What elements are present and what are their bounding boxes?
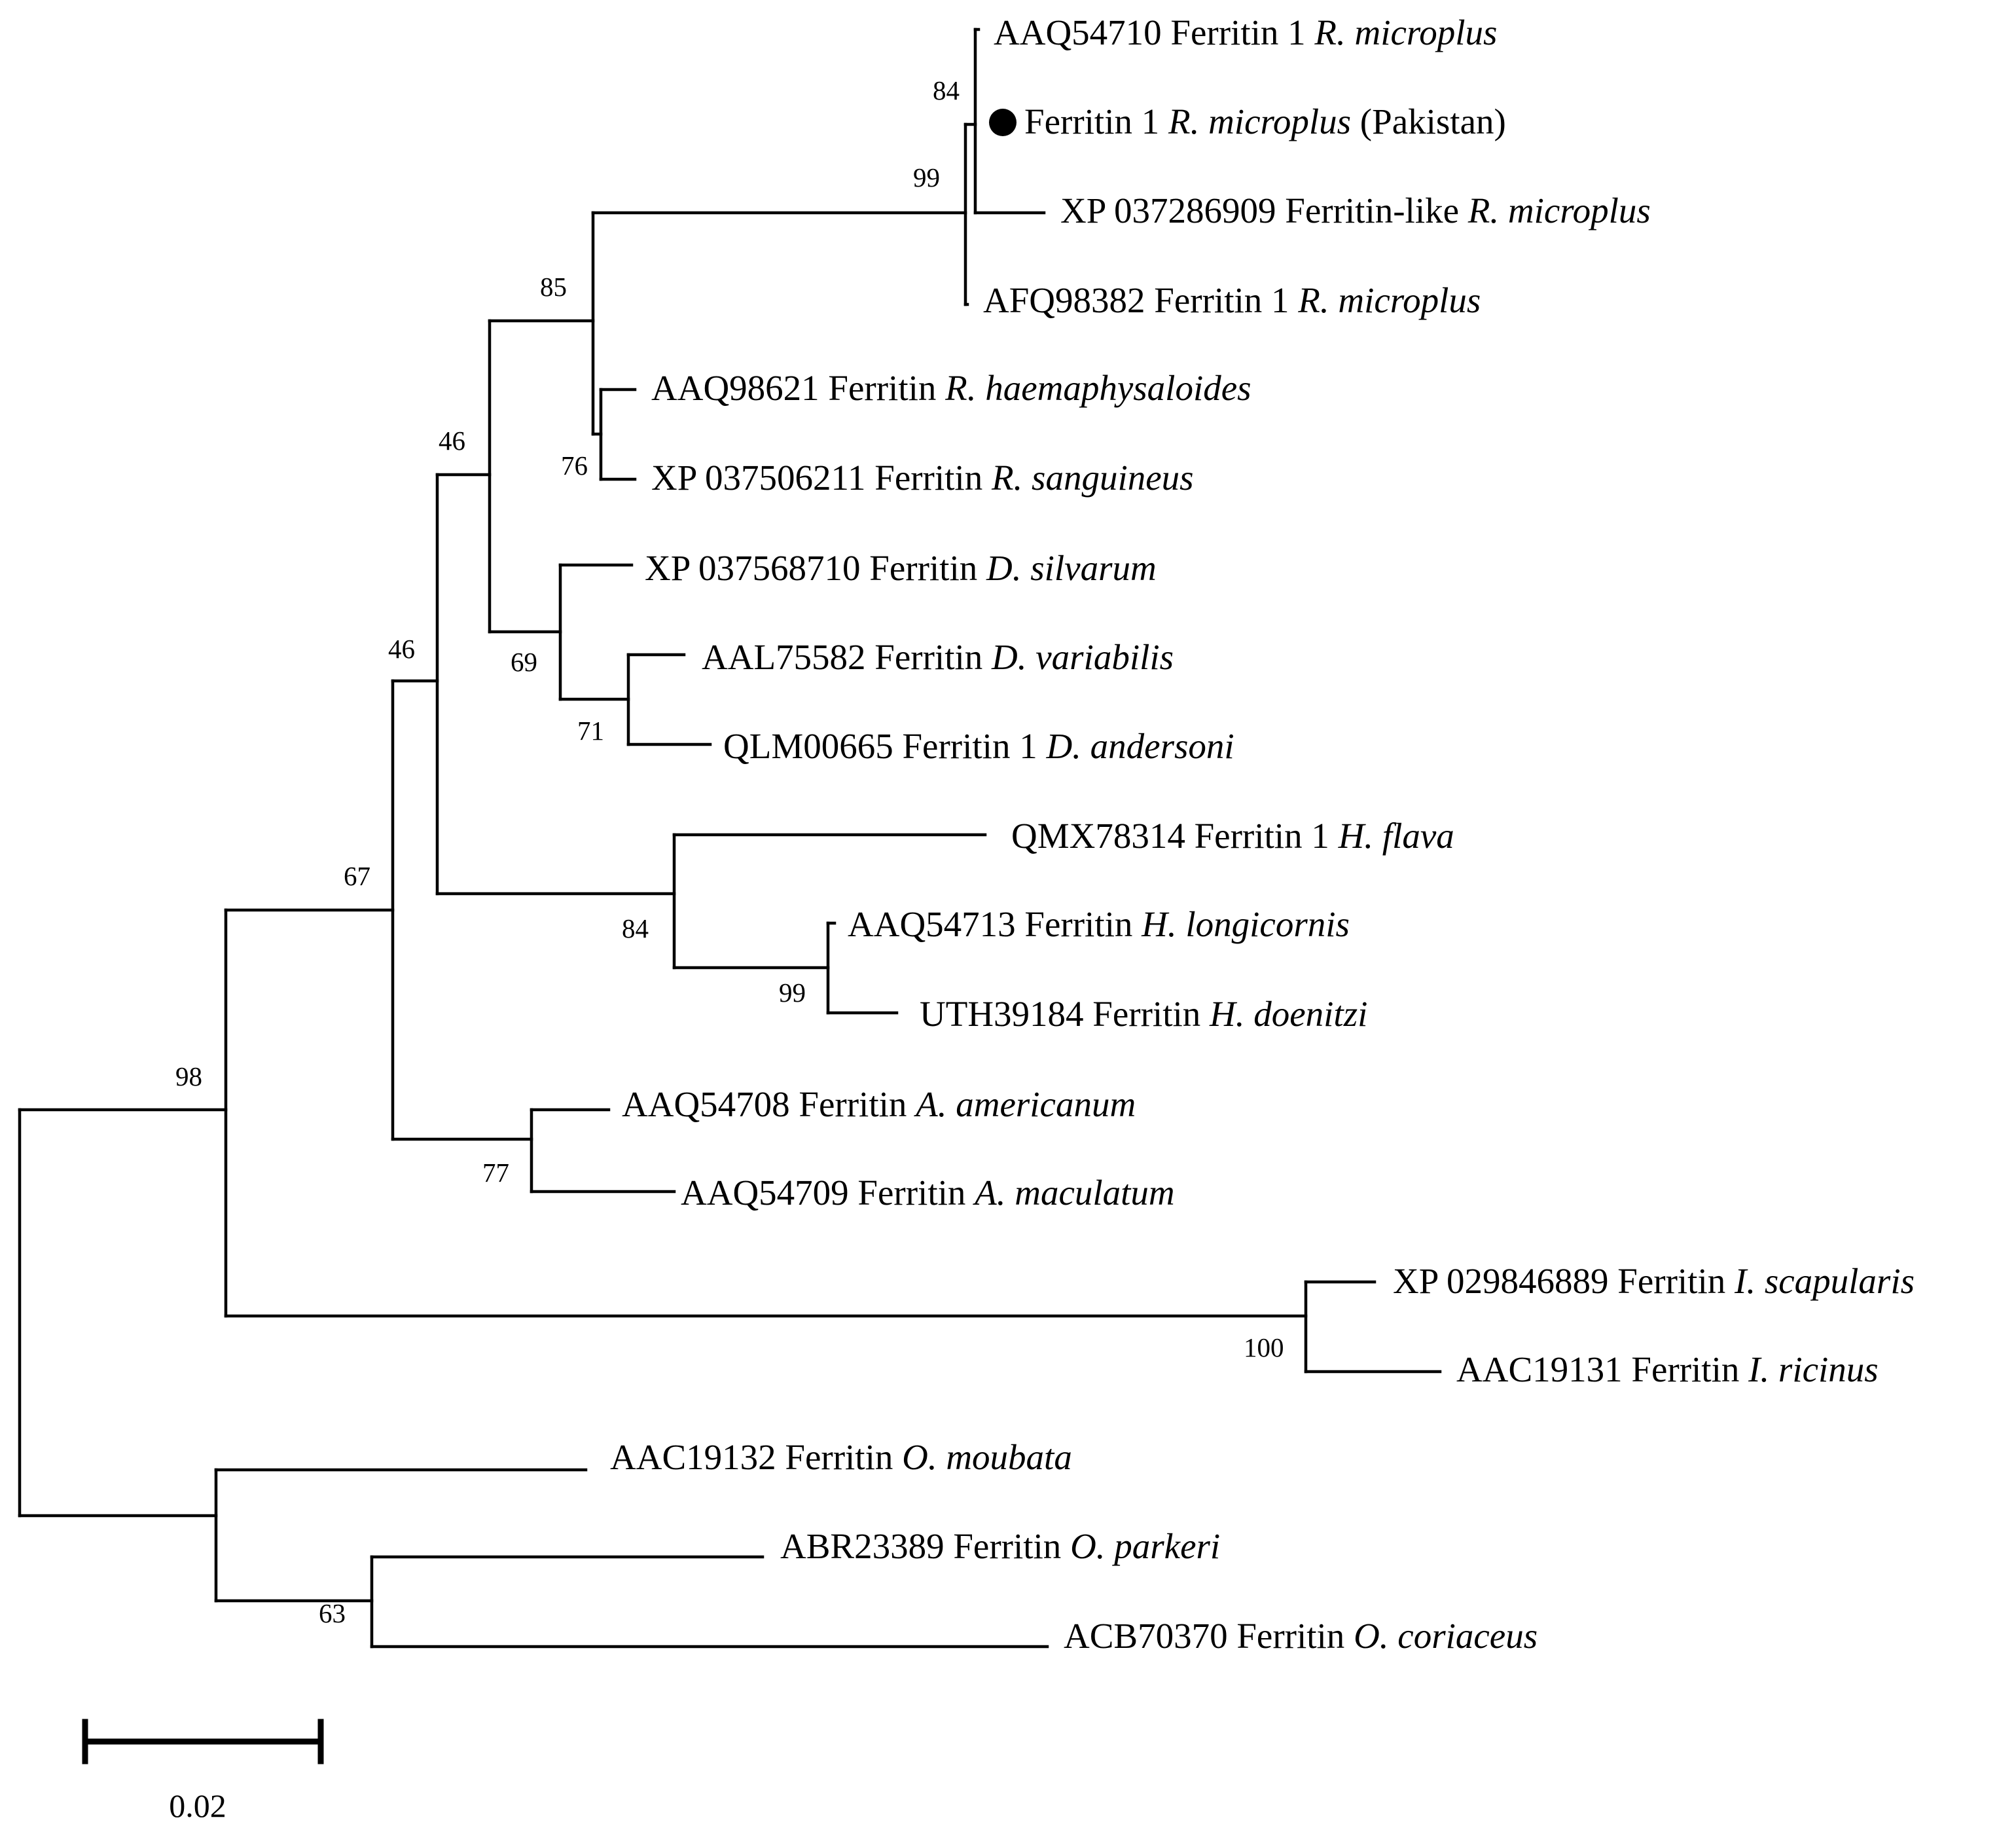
leaf-accession-product: AAQ54709 Ferritin bbox=[681, 1173, 975, 1213]
leaf-label: Ferritin 1 R. microplus (Pakistan) bbox=[1024, 101, 1506, 141]
leaf-accession-product: AAC19131 Ferritin bbox=[1456, 1349, 1748, 1389]
bootstrap-value: 100 bbox=[1244, 1332, 1284, 1362]
leaf-species: D. variabilis bbox=[991, 637, 1174, 677]
bootstrap-value: 99 bbox=[913, 162, 940, 192]
leaf-label: AAQ54713 Ferritin H. longicornis bbox=[848, 904, 1350, 944]
leaf-accession-product: XP 037506211 Ferritin bbox=[651, 458, 992, 498]
leaf-species: O. coriaceus bbox=[1354, 1616, 1538, 1656]
leaf-label: AAQ54709 Ferritin A. maculatum bbox=[681, 1173, 1175, 1213]
scale-bar: 0.02 bbox=[82, 1719, 324, 1824]
bootstrap-value: 85 bbox=[540, 272, 567, 302]
leaf-accession-product: ABR23389 Ferritin bbox=[780, 1526, 1070, 1566]
leaf-note: (Pakistan) bbox=[1351, 101, 1506, 141]
leaf-species: H. doenitzi bbox=[1209, 994, 1367, 1034]
bootstrap-value: 46 bbox=[439, 426, 465, 456]
leaf-accession-product: AAQ54713 Ferritin bbox=[848, 904, 1142, 944]
leaf-label: AAQ98621 Ferritin R. haemaphysaloides bbox=[651, 368, 1251, 408]
leaf-species: R. sanguineus bbox=[991, 458, 1194, 498]
leaf-accession-product: QMX78314 Ferritin 1 bbox=[1011, 816, 1339, 856]
leaf-species: I. scapularis bbox=[1734, 1261, 1915, 1301]
leaf-accession-product: AAQ98621 Ferritin bbox=[651, 368, 945, 408]
bootstrap-value: 46 bbox=[388, 634, 415, 664]
leaf-label: ACB70370 Ferritin O. coriaceus bbox=[1064, 1616, 1538, 1656]
bootstrap-value: 69 bbox=[511, 647, 537, 677]
leaf-accession-product: UTH39184 Ferritin bbox=[920, 994, 1210, 1034]
bootstrap-value: 77 bbox=[482, 1158, 509, 1188]
leaf-accession-product: XP 029846889 Ferritin bbox=[1393, 1261, 1735, 1301]
leaf-species: D. andersoni bbox=[1045, 726, 1234, 766]
leaf-label: ABR23389 Ferritin O. parkeri bbox=[780, 1526, 1220, 1566]
bootstrap-value: 67 bbox=[344, 861, 370, 891]
bootstrap-labels: 84 99 85 76 46 69 71 46 84 99 67 77 98 100 63 bbox=[175, 75, 1284, 1628]
leaf-accession-product: XP 037286909 Ferritin-like bbox=[1060, 191, 1468, 230]
leaf-label: AAC19132 Ferritin O. moubata bbox=[610, 1437, 1072, 1477]
leaf-species: H. longicornis bbox=[1141, 904, 1350, 944]
leaf-accession-product: AAQ54710 Ferritin 1 bbox=[994, 12, 1314, 52]
leaf-label: XP 029846889 Ferritin I. scapularis bbox=[1393, 1261, 1915, 1301]
bootstrap-value: 76 bbox=[561, 450, 588, 481]
tree-branches bbox=[18, 27, 1442, 1649]
leaf-label: AAC19131 Ferritin I. ricinus bbox=[1456, 1349, 1879, 1389]
bootstrap-value: 98 bbox=[175, 1061, 202, 1091]
leaf-accession-product: AFQ98382 Ferritin 1 bbox=[983, 280, 1298, 320]
leaf-species: R. microplus bbox=[1467, 191, 1651, 230]
leaf-accession-product: AAQ54708 Ferritin bbox=[622, 1084, 916, 1124]
leaf-species: R. haemaphysaloides bbox=[945, 368, 1251, 408]
tree-labels: AAQ54710 Ferritin 1 R. microplusFerritin… bbox=[610, 12, 1915, 1656]
leaf-label: AAL75582 Ferritin D. variabilis bbox=[702, 637, 1174, 677]
leaf-species: R. microplus bbox=[1297, 280, 1481, 320]
leaf-species: R. microplus bbox=[1314, 12, 1497, 52]
leaf-species: A. maculatum bbox=[972, 1173, 1175, 1213]
leaf-species: R. microplus bbox=[1168, 101, 1351, 141]
leaf-accession-product: Ferritin 1 bbox=[1024, 101, 1168, 141]
bootstrap-value: 71 bbox=[577, 716, 604, 746]
leaf-label: UTH39184 Ferritin H. doenitzi bbox=[920, 994, 1367, 1034]
leaf-species: A. americanum bbox=[913, 1084, 1136, 1124]
leaf-species: D. silvarum bbox=[986, 548, 1157, 588]
bootstrap-value: 99 bbox=[779, 977, 806, 1008]
leaf-label: AAQ54708 Ferritin A. americanum bbox=[622, 1084, 1136, 1124]
leaf-label: XP 037568710 Ferritin D. silvarum bbox=[645, 548, 1157, 588]
leaf-label: AAQ54710 Ferritin 1 R. microplus bbox=[994, 12, 1497, 52]
bootstrap-value: 63 bbox=[319, 1598, 346, 1628]
leaf-label: XP 037286909 Ferritin-like R. microplus bbox=[1060, 191, 1651, 230]
leaf-label: QMX78314 Ferritin 1 H. flava bbox=[1011, 816, 1454, 856]
leaf-label: QLM00665 Ferritin 1 D. andersoni bbox=[723, 726, 1234, 766]
pakistan-sample-marker-icon bbox=[989, 109, 1017, 136]
leaf-species: I. ricinus bbox=[1748, 1349, 1879, 1389]
leaf-species: O. moubata bbox=[902, 1437, 1072, 1477]
leaf-species: H. flava bbox=[1338, 816, 1454, 856]
leaf-label: AFQ98382 Ferritin 1 R. microplus bbox=[983, 280, 1481, 320]
leaf-accession-product: XP 037568710 Ferritin bbox=[645, 548, 986, 588]
bootstrap-value: 84 bbox=[933, 75, 960, 105]
leaf-accession-product: QLM00665 Ferritin 1 bbox=[723, 726, 1046, 766]
scale-bar-label: 0.02 bbox=[169, 1787, 226, 1824]
leaf-accession-product: AAC19132 Ferritin bbox=[610, 1437, 902, 1477]
leaf-label: XP 037506211 Ferritin R. sanguineus bbox=[651, 458, 1194, 498]
leaf-species: O. parkeri bbox=[1070, 1526, 1220, 1566]
leaf-accession-product: AAL75582 Ferritin bbox=[702, 637, 992, 677]
leaf-accession-product: ACB70370 Ferritin bbox=[1064, 1616, 1354, 1656]
bootstrap-value: 84 bbox=[622, 913, 649, 943]
